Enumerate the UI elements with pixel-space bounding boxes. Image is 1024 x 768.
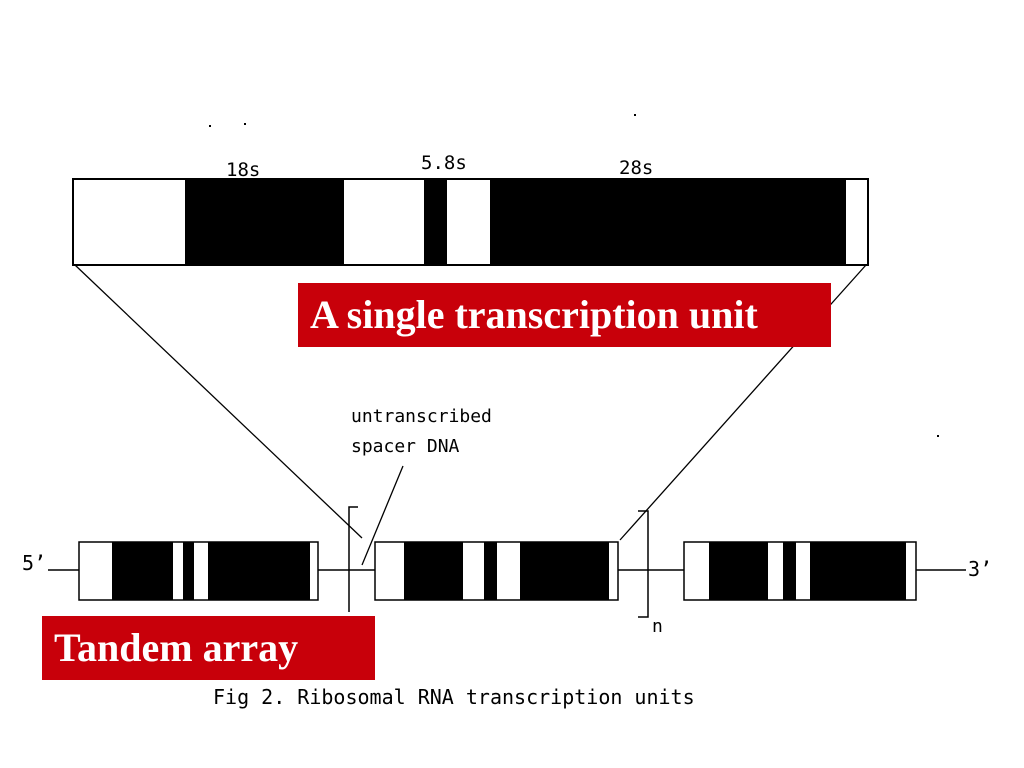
region-28s: [490, 179, 846, 265]
region-5-8s: [783, 542, 796, 600]
region-28s: [520, 542, 609, 600]
five-prime-label: 5’: [22, 551, 46, 575]
tandem-array-callout: Tandem array: [42, 616, 375, 680]
region-28s: [810, 542, 906, 600]
label-5-8s: 5.8s: [421, 152, 467, 174]
tandem-unit-2: [374, 541, 619, 601]
figure-caption: Fig 2. Ribosomal RNA transcription units: [213, 685, 695, 709]
spacer-label-line2: spacer DNA: [351, 436, 460, 457]
region-28s: [208, 542, 310, 600]
single-transcription-unit: [72, 178, 869, 266]
zoom-line-left: [74, 264, 363, 539]
label-18s: 18s: [226, 159, 260, 181]
spacer-pointer: [361, 465, 404, 566]
region-18s: [185, 179, 344, 265]
three-prime-label: 3’: [968, 557, 992, 581]
region-5-8s: [424, 179, 447, 265]
tandem-unit-1: [78, 541, 319, 601]
stray-dots: [209, 114, 939, 437]
region-5-8s: [484, 542, 497, 600]
repeat-count-label: n: [652, 616, 663, 637]
spacer-label-line1: untranscribed: [351, 406, 492, 427]
repeat-bracket: [348, 506, 649, 618]
region-18s: [112, 542, 173, 600]
repeat-bracket-left: [348, 506, 358, 612]
region-18s: [404, 542, 463, 600]
single-unit-callout: A single transcription unit: [298, 283, 831, 347]
label-28s: 28s: [619, 157, 653, 179]
region-18s: [709, 542, 768, 600]
repeat-bracket-right: [638, 510, 649, 618]
tandem-unit-3: [683, 541, 917, 601]
region-5-8s: [183, 542, 194, 600]
